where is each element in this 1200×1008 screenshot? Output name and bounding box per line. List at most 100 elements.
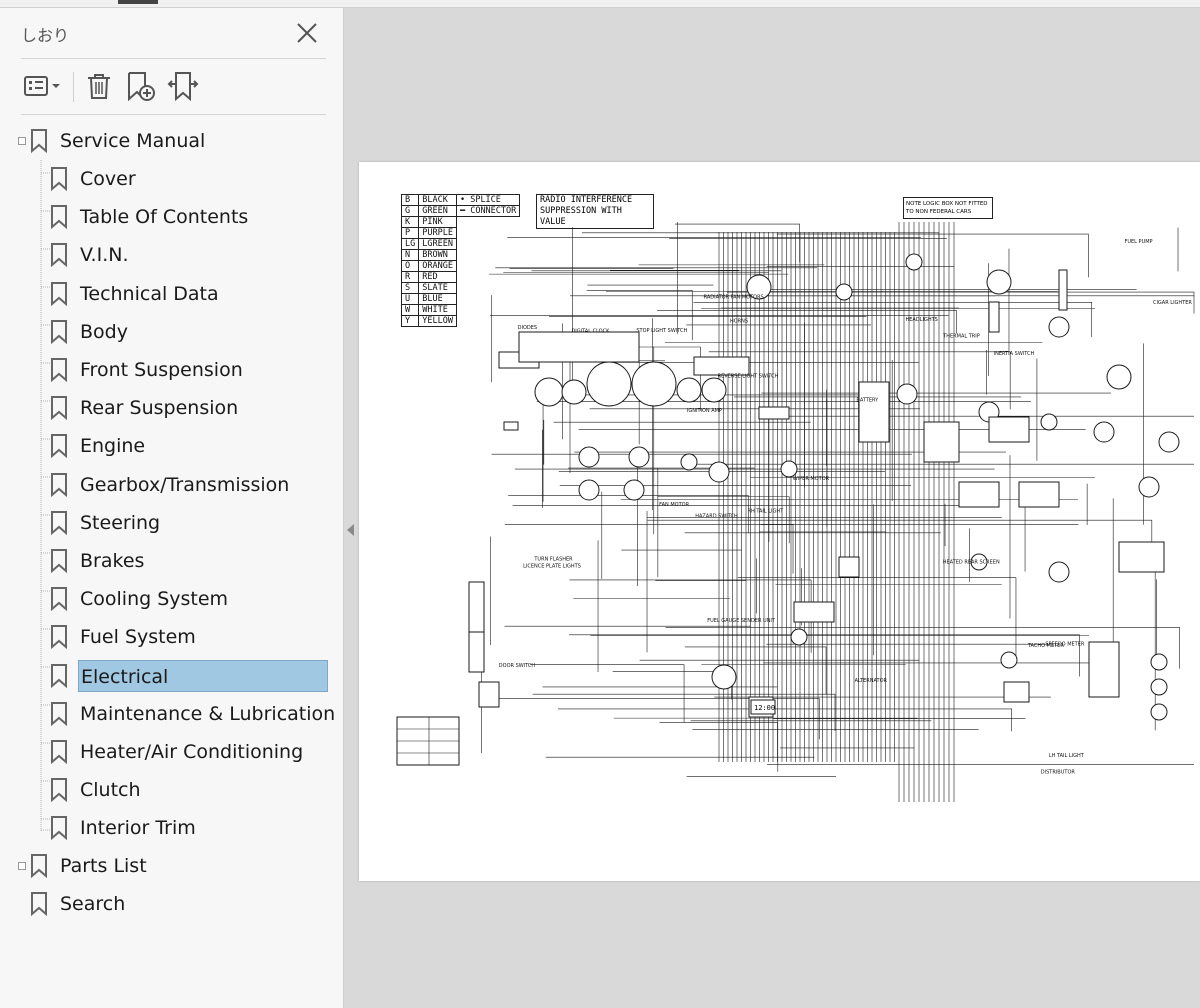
bookmark-label: Clutch (80, 779, 141, 802)
collapse-panel-handle[interactable] (347, 524, 354, 536)
schematic-label: IGNITION AMP (687, 408, 722, 414)
bookmark-item[interactable]: Rear Suspension (50, 392, 240, 424)
wire (708, 351, 1011, 410)
wire (529, 664, 685, 723)
component (503, 421, 519, 431)
component (1018, 481, 1060, 508)
component (1150, 703, 1168, 721)
active-tab-indicator (118, 0, 158, 4)
bookmark-icon (51, 243, 67, 268)
bookmark-icon (51, 663, 67, 688)
component (970, 553, 988, 571)
bookmark-icon (51, 549, 67, 573)
legend-code: U (400, 293, 420, 305)
component (711, 664, 737, 690)
bookmark-item[interactable]: Gearbox/Transmission (50, 469, 291, 501)
component (986, 269, 1012, 295)
top-bar (0, 0, 1200, 8)
trash-icon (88, 74, 110, 99)
component (1138, 476, 1160, 498)
schematic-label: DIODES (518, 325, 537, 331)
component (586, 361, 632, 407)
bookmark-item[interactable]: V.I.N. (50, 239, 130, 271)
bookmark-label: Parts List (60, 855, 147, 877)
bookmark-icon (51, 740, 67, 764)
component (1150, 678, 1168, 696)
bookmark-item[interactable]: Heater/Air Conditioning (50, 736, 305, 768)
bookmark-expand-icon (167, 72, 199, 102)
bookmark-label: Brakes (80, 550, 145, 572)
bookmark-item[interactable]: Interior Trim (50, 812, 198, 844)
wire (557, 708, 1012, 732)
bookmark-item[interactable]: Maintenance & Lubrication (50, 698, 337, 730)
wire (657, 496, 790, 544)
bookmark-label: Fuel System (80, 626, 196, 649)
schematic-label: BATTERY (856, 398, 879, 404)
bookmark-icon (51, 358, 67, 382)
schematic-label: HEATED REAR SCREEN (943, 559, 1000, 565)
wire (659, 722, 779, 772)
bookmark-parts-list[interactable]: Parts List (30, 850, 149, 882)
component (468, 581, 485, 633)
bookmark-label: Heater/Air Conditioning (80, 741, 304, 763)
bookmark-icon (51, 281, 67, 306)
delete-bookmark-button[interactable] (84, 70, 114, 102)
wire (586, 290, 693, 341)
list-options-icon (24, 76, 60, 96)
bookmark-item[interactable]: Brakes (50, 545, 146, 577)
wire (569, 634, 1080, 677)
wire (504, 524, 794, 574)
wire (657, 310, 957, 334)
bookmark-item[interactable]: Cooling System (50, 583, 230, 615)
schematic-label: DOOR SWITCH (499, 663, 536, 669)
bookmark-label: Engine (80, 435, 146, 458)
component (1003, 681, 1030, 703)
collapse-toggle[interactable] (18, 862, 26, 870)
bookmark-service-manual[interactable]: Service Manual (30, 125, 207, 157)
bookmark-item[interactable]: Engine (50, 430, 147, 462)
bookmark-item[interactable]: Clutch (50, 774, 143, 806)
bookmark-item[interactable]: Table Of Contents (50, 201, 250, 233)
component (1040, 413, 1058, 431)
bookmark-item[interactable]: Body (50, 316, 130, 348)
schematic-label: LH TAIL LIGHT (1049, 753, 1085, 759)
bookmark-item[interactable]: Technical Data (50, 278, 221, 310)
bookmark-icon (51, 396, 67, 421)
bookmark-label: Steering (80, 511, 161, 534)
wire (647, 519, 1153, 562)
options-menu-button[interactable] (20, 70, 64, 102)
logic-box-note: NOTE LOGIC BOX NOT FITTED TO NON FEDERAL… (903, 197, 993, 219)
bookmark-icon (51, 434, 67, 459)
bookmark-label: Cover (80, 168, 136, 190)
bookmark-search[interactable]: Search (30, 888, 127, 920)
component (468, 631, 485, 673)
component (858, 381, 890, 443)
close-panel-button[interactable] (294, 20, 320, 46)
bookmark-item[interactable]: Cover (50, 163, 138, 195)
schematic-label: WIPER MOTOR (793, 476, 830, 482)
bookmark-item[interactable]: Front Suspension (50, 354, 245, 386)
bookmark-item[interactable]: Fuel System (50, 621, 198, 653)
component (561, 379, 587, 405)
expand-bookmark-button[interactable] (166, 70, 200, 102)
component (680, 453, 698, 471)
wire (581, 232, 940, 291)
component (623, 479, 645, 501)
component (1093, 421, 1115, 443)
schematic-label: REVERSE LIGHT SWITCH (718, 373, 779, 379)
wire (693, 301, 1093, 338)
bookmark-item[interactable]: Electrical (50, 659, 328, 692)
bookmark-item[interactable]: Steering (50, 507, 162, 539)
new-bookmark-button[interactable] (124, 70, 158, 102)
collapse-toggle[interactable] (18, 137, 26, 145)
component (1058, 269, 1068, 311)
schematic-label: CIGAR LIGHTER (1153, 300, 1192, 306)
component (1150, 653, 1168, 671)
schematic-label: TACHO METER (1027, 643, 1064, 649)
component (578, 446, 600, 468)
bookmark-label: Maintenance & Lubrication (80, 702, 336, 725)
component (750, 699, 776, 715)
schematic-label: RADIATOR FAN MOTORS (704, 295, 764, 301)
